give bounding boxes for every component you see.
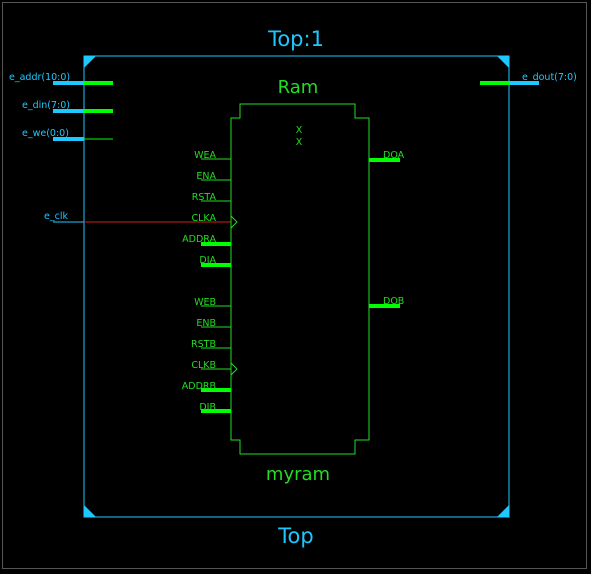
top-block-corner-bl [84,505,96,517]
pin-label: CLKA [192,213,217,224]
ram-pin-wea[interactable]: WEA [194,150,231,161]
ram-pin-web[interactable]: WEB [194,297,231,308]
pin-label: ADDRB [182,381,216,392]
ram-mark: X [296,137,303,148]
ram-pin-addra[interactable]: ADDRA [182,234,231,246]
ram-instance-name: myram [266,464,330,485]
pin-label: RSTB [191,339,216,350]
ram-pin-rstb[interactable]: RSTB [191,339,231,350]
pin-label: ADDRA [182,234,216,245]
ram-pin-clka[interactable]: CLKA [192,213,238,229]
port-label: e_we(0:0) [22,128,69,139]
ram-outline [230,103,370,455]
port-label: e_clk [44,211,68,222]
top-instance-name: Top:1 [267,27,324,51]
top-port-e-addr[interactable]: e_addr(10:0) [9,72,113,85]
ram-type-name: Ram [278,77,319,98]
ram-block[interactable]: Ram myram X X [230,77,370,485]
top-block-corner-tr [497,56,509,68]
port-label: e_din(7:0) [22,100,70,111]
pin-label: WEB [194,297,216,308]
ram-pin-clkb[interactable]: CLKB [191,360,238,376]
ram-pin-rsta[interactable]: RSTA [192,192,231,203]
ram-pin-enb[interactable]: ENB [196,318,231,329]
ram-pin-dib[interactable]: DIB [199,402,231,413]
top-module-name: Top [277,524,313,548]
pin-label: ENB [196,318,216,329]
ram-pin-doa[interactable]: DOA [369,150,405,162]
canvas-border [2,2,587,569]
pin-label: WEA [194,150,216,161]
port-label: e_dout(7:0) [522,72,577,83]
top-port-e-we[interactable]: e_we(0:0) [22,128,113,141]
pin-label: RSTA [192,192,217,203]
port-label: e_addr(10:0) [9,72,70,83]
top-block-corner-tl [84,56,96,68]
ram-pin-ena[interactable]: ENA [196,171,231,182]
ram-mark: X [296,125,303,136]
pin-label: DIB [199,402,216,413]
top-port-e-clk[interactable]: e_clk [44,211,84,223]
top-block[interactable]: Top:1 Top [83,27,510,548]
pin-label: DIA [199,255,216,266]
top-block-outline [83,55,510,518]
top-port-e-dout[interactable]: e_dout(7:0) [480,72,577,85]
ram-pin-dia[interactable]: DIA [199,255,231,267]
ram-pin-dob[interactable]: DOB [369,296,404,308]
top-port-e-din[interactable]: e_din(7:0) [22,100,113,113]
pin-label: ENA [196,171,216,182]
top-block-corner-br [497,505,509,517]
pin-label: DOB [383,296,404,307]
pin-label: CLKB [191,360,216,371]
ram-pin-addrb[interactable]: ADDRB [182,381,231,392]
pin-label: DOA [383,150,405,161]
